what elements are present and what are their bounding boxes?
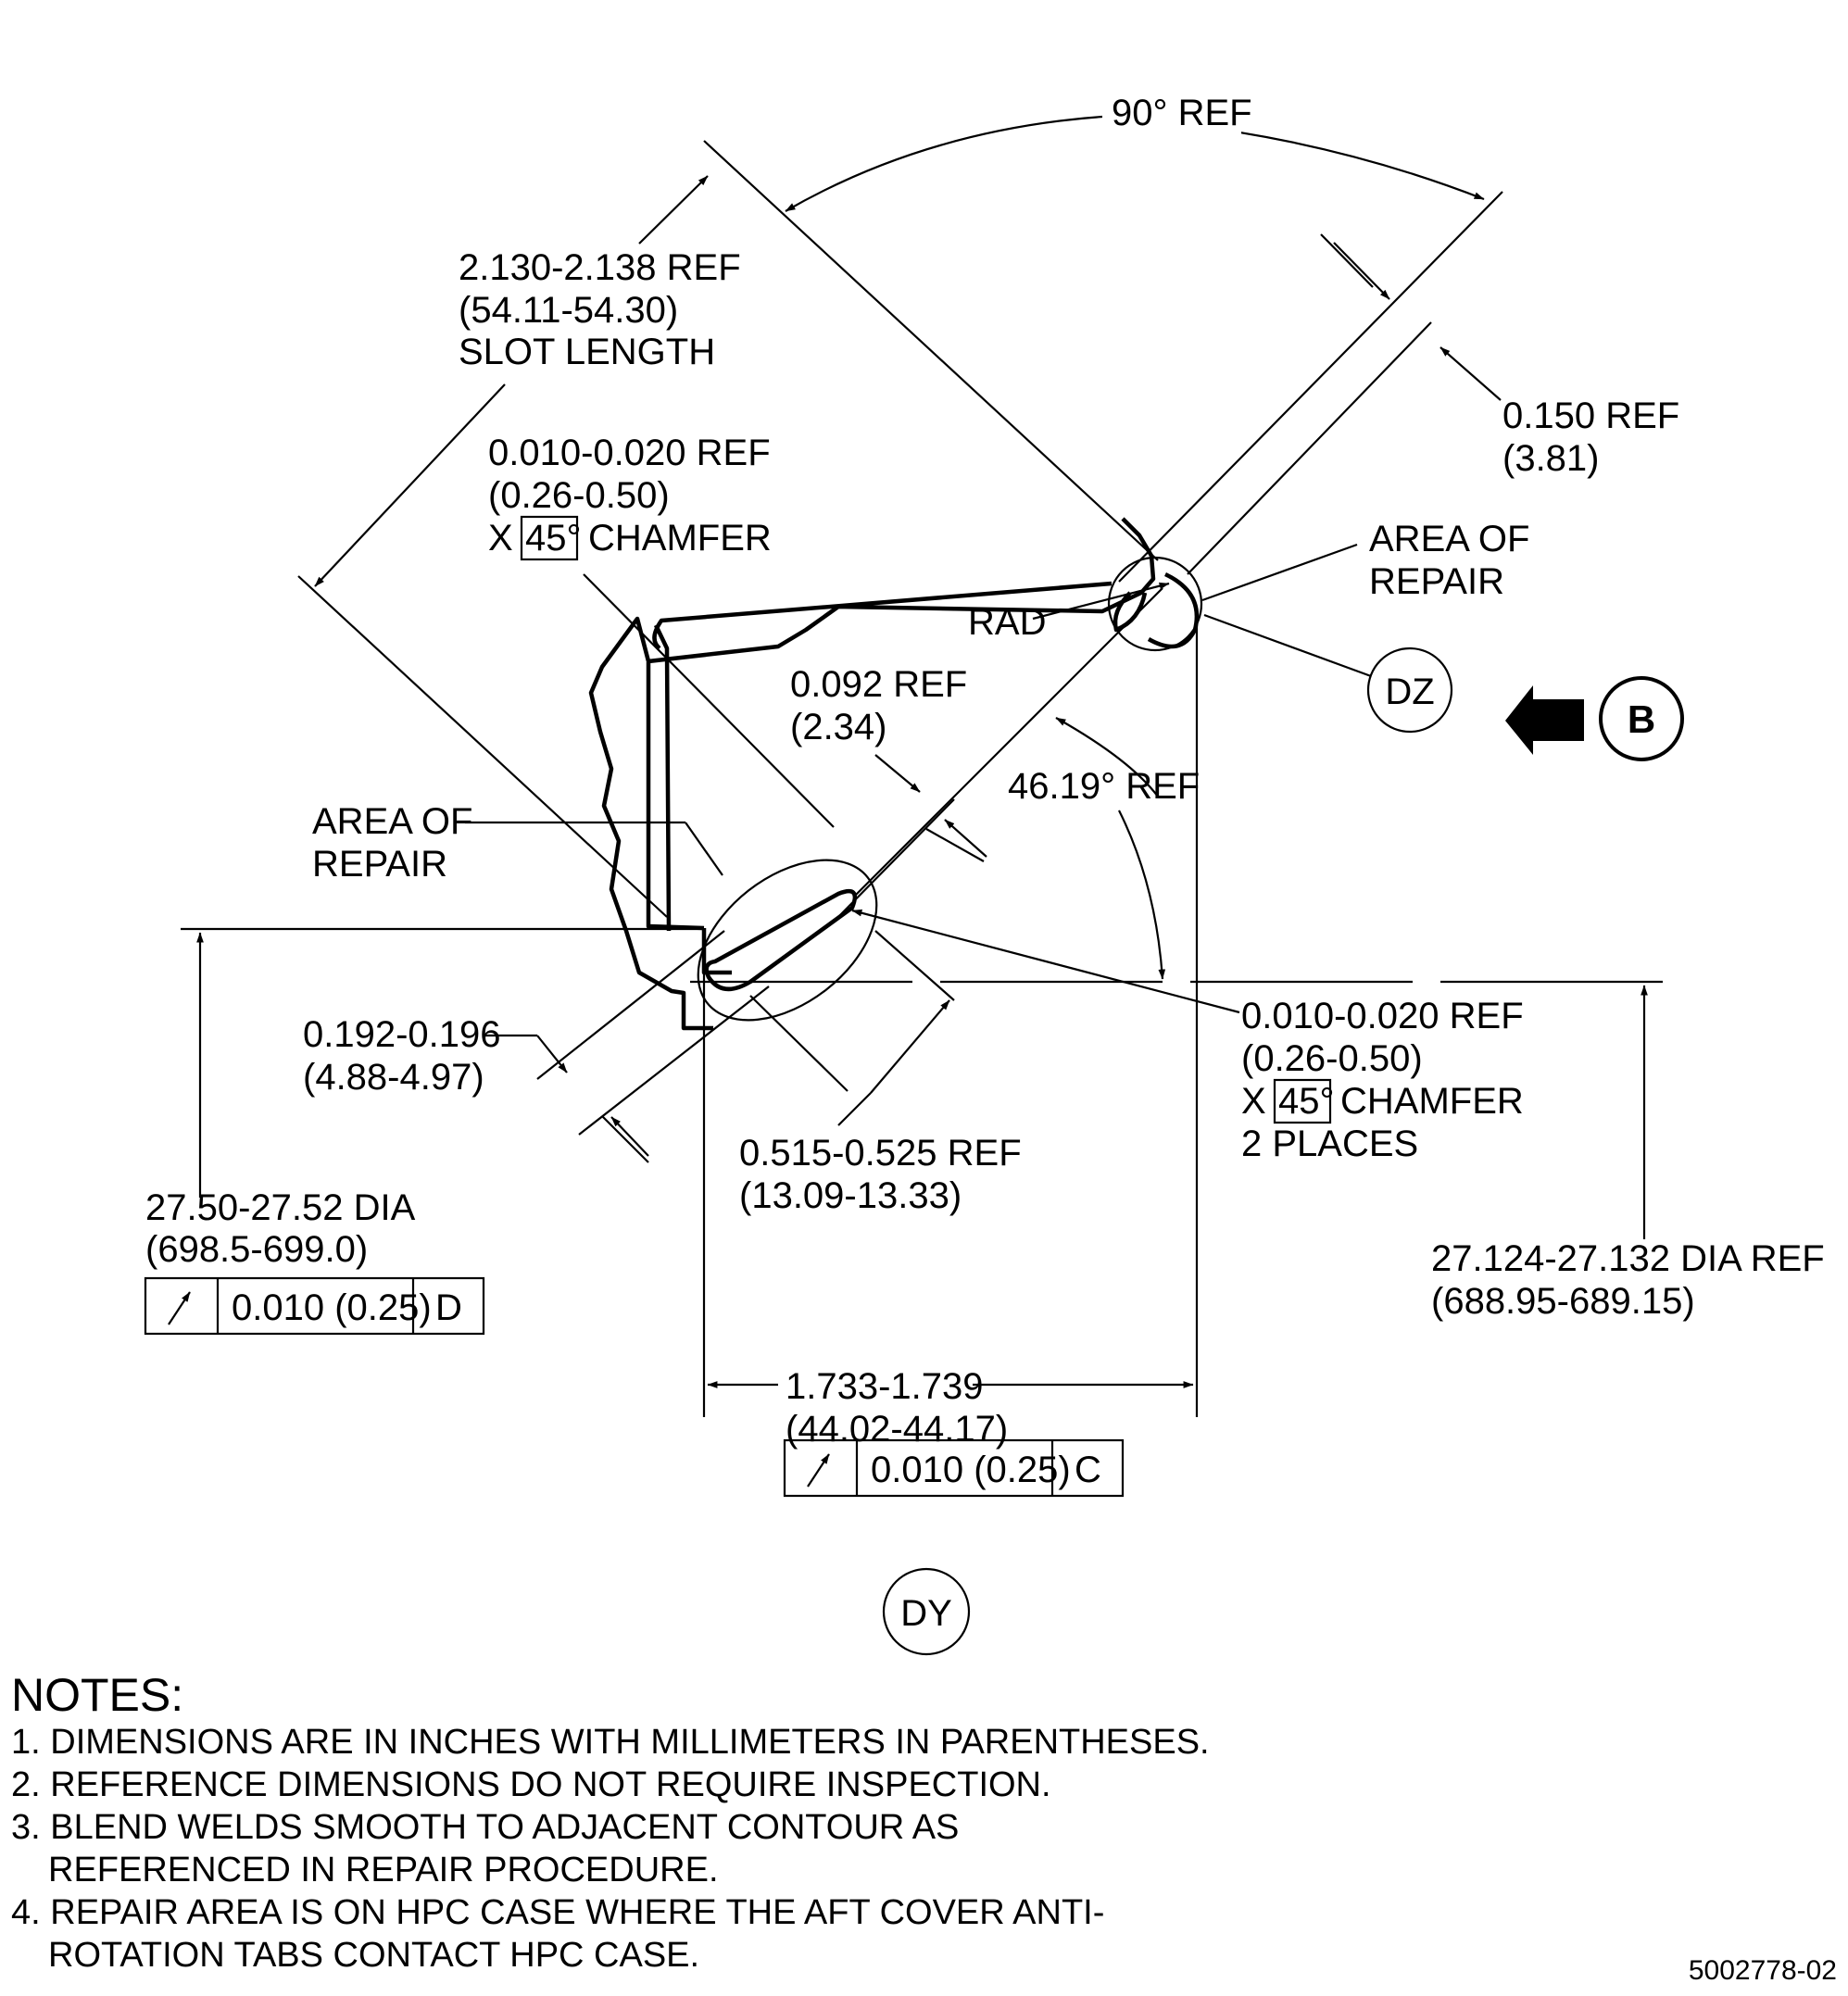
chamfer-lower-places: 2 PLACES bbox=[1241, 1124, 1418, 1164]
chamfer-upper-caption: CHAMFER bbox=[588, 518, 772, 559]
view-b-label: B bbox=[1628, 697, 1655, 741]
detail-ellipse-left bbox=[697, 859, 878, 1022]
dim-0150: 0.150 REF bbox=[1502, 395, 1679, 436]
angle-4619-label: 46.19° REF bbox=[1008, 766, 1200, 807]
chamfer-upper-angle: 45° bbox=[525, 518, 582, 559]
dia-2750: 27.50-27.52 DIA bbox=[145, 1187, 416, 1228]
dimension-labels: 90° REF 2.130-2.138 REF (54.11-54.30) SL… bbox=[145, 93, 1825, 1450]
dia-27124: 27.124-27.132 DIA REF bbox=[1431, 1238, 1825, 1279]
fcf-left-datum: D bbox=[435, 1287, 462, 1328]
dim-0515: 0.515-0.525 REF bbox=[739, 1133, 1022, 1174]
notes-block: NOTES: 1. DIMENSIONS ARE IN INCHES WITH … bbox=[11, 1669, 1308, 1977]
callout-dz-label: DZ bbox=[1385, 672, 1434, 712]
chamfer-lower-caption: CHAMFER bbox=[1340, 1081, 1524, 1122]
area-of-repair-left-line1: AREA OF bbox=[312, 801, 472, 842]
runout-icon bbox=[807, 1453, 830, 1488]
dim-1733-mm: (44.02-44.17) bbox=[786, 1409, 1008, 1450]
slot-length-caption: SLOT LENGTH bbox=[459, 332, 715, 372]
note-item: 2. REFERENCE DIMENSIONS DO NOT REQUIRE I… bbox=[11, 1765, 1051, 1804]
dim-0092-mm: (2.34) bbox=[790, 707, 887, 747]
dim-0192: 0.192-0.196 bbox=[303, 1014, 501, 1055]
feature-control-frame-left: 0.010 (0.25) D bbox=[144, 1276, 485, 1336]
slot-length-dim: 2.130-2.138 REF bbox=[459, 247, 741, 288]
callout-dy-label: DY bbox=[900, 1593, 952, 1634]
drawing-number: 5002778-02 bbox=[1688, 1955, 1837, 1986]
note-item: 3. BLEND WELDS SMOOTH TO ADJACENT CONTOU… bbox=[11, 1808, 960, 1889]
chamfer-upper-dim: 0.010-0.020 REF bbox=[488, 433, 771, 473]
chamfer-upper-x: X bbox=[488, 518, 513, 559]
dia-27124-mm: (688.95-689.15) bbox=[1431, 1281, 1695, 1322]
chamfer-lower-angle: 45° bbox=[1278, 1081, 1335, 1122]
dim-0092: 0.092 REF bbox=[790, 664, 967, 705]
angle-90-label: 90° REF bbox=[1112, 93, 1252, 133]
extension-lines bbox=[181, 140, 1686, 1417]
dim-1733: 1.733-1.739 bbox=[786, 1366, 984, 1407]
chamfer-lower-dim: 0.010-0.020 REF bbox=[1241, 996, 1524, 1036]
slot-length-mm: (54.11-54.30) bbox=[459, 290, 678, 331]
leader-lines bbox=[465, 543, 1372, 1022]
fcf-left-tolerance: 0.010 (0.25) bbox=[232, 1287, 432, 1328]
dim-0150-mm: (3.81) bbox=[1502, 438, 1600, 479]
dia-2750-mm: (698.5-699.0) bbox=[145, 1229, 368, 1270]
chamfer-lower-x: X bbox=[1241, 1081, 1266, 1122]
note-item: 4. REPAIR AREA IS ON HPC CASE WHERE THE … bbox=[11, 1893, 1105, 1975]
view-b-indicator: B bbox=[1505, 676, 1684, 761]
view-arrow-icon bbox=[1505, 685, 1584, 755]
area-of-repair-right-line1: AREA OF bbox=[1369, 519, 1529, 559]
fcf-bottom-datum: C bbox=[1075, 1450, 1101, 1490]
callout-dy: DY bbox=[882, 1567, 971, 1656]
notes-title: NOTES: bbox=[11, 1669, 184, 1721]
callout-dz: DZ bbox=[1366, 647, 1453, 734]
feature-control-frame-bottom: 0.010 (0.25) C bbox=[783, 1438, 1125, 1498]
rad-label: RAD bbox=[968, 602, 1046, 643]
dim-0515-mm: (13.09-13.33) bbox=[739, 1175, 962, 1216]
dimension-lines bbox=[196, 115, 1648, 1388]
chamfer-upper-mm: (0.26-0.50) bbox=[488, 475, 670, 516]
detail-circle-dz bbox=[1107, 556, 1203, 652]
fcf-bottom-tolerance: 0.010 (0.25) bbox=[871, 1450, 1071, 1490]
note-item: 1. DIMENSIONS ARE IN INCHES WITH MILLIME… bbox=[11, 1723, 1210, 1762]
chamfer-lower-mm: (0.26-0.50) bbox=[1241, 1038, 1423, 1079]
dim-0192-mm: (4.88-4.97) bbox=[303, 1057, 484, 1098]
runout-icon bbox=[168, 1291, 191, 1325]
area-of-repair-left-line2: REPAIR bbox=[312, 844, 447, 885]
area-of-repair-right-line2: REPAIR bbox=[1369, 561, 1504, 602]
